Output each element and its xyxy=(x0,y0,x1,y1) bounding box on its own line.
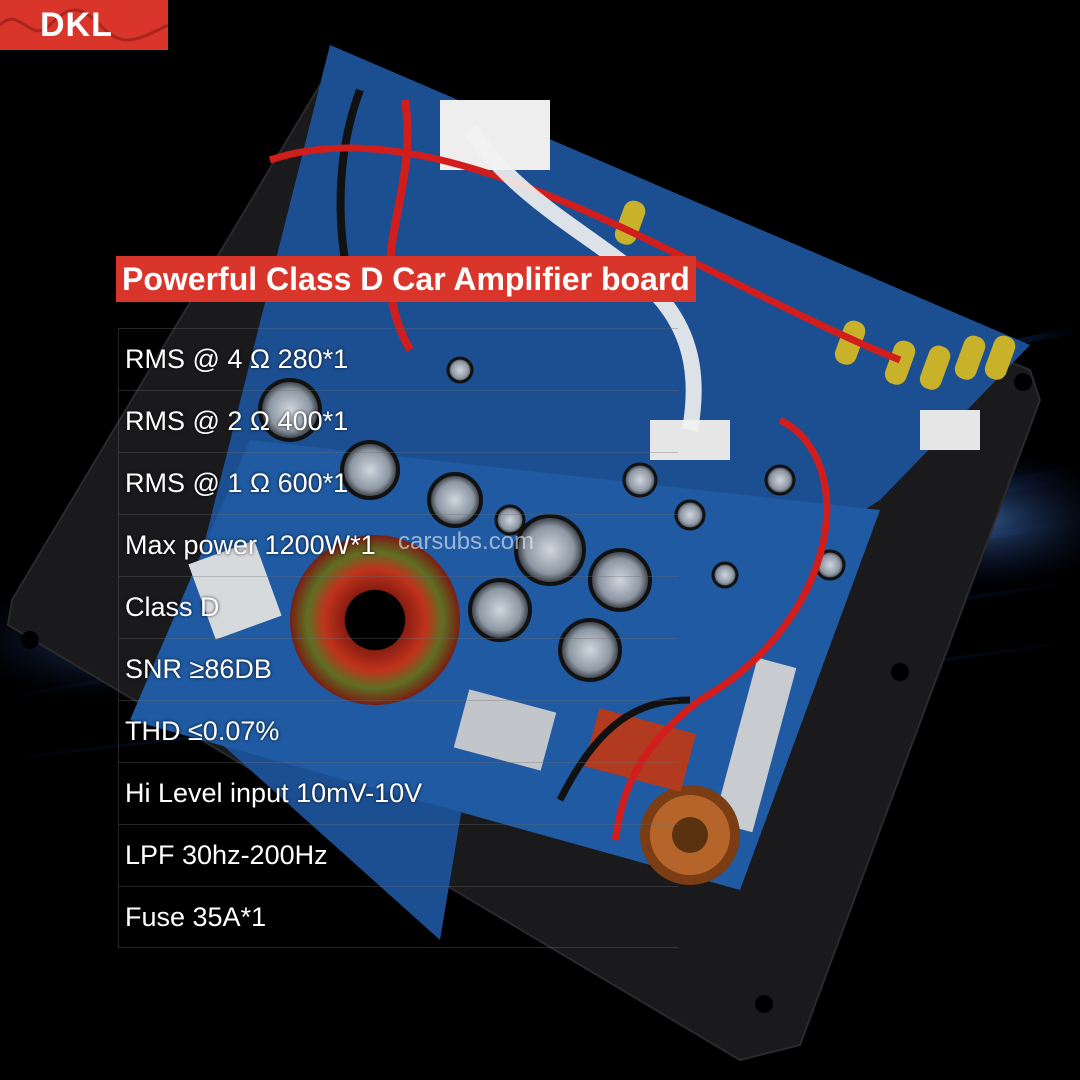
spec-row: Hi Level input 10mV-10V xyxy=(118,762,678,824)
spec-row: RMS @ 1 Ω 600*1 xyxy=(118,452,678,514)
spec-row: THD ≤0.07% xyxy=(118,700,678,762)
spec-table: RMS @ 4 Ω 280*1 RMS @ 2 Ω 400*1 RMS @ 1 … xyxy=(118,328,678,948)
spec-label: Class D xyxy=(125,592,220,622)
spec-label: LPF 30hz-200Hz xyxy=(125,840,328,870)
product-headline: Powerful Class D Car Amplifier board xyxy=(116,256,696,302)
watermark: carsubs.com xyxy=(398,528,535,555)
logo-text: DKL xyxy=(40,6,113,44)
spec-label: THD ≤0.07% xyxy=(125,716,280,746)
spec-label: Fuse 35A*1 xyxy=(125,901,267,932)
spec-row: RMS @ 2 Ω 400*1 xyxy=(118,390,678,452)
spec-label: RMS @ 1 Ω 600*1 xyxy=(125,468,349,498)
brand-logo: DKL xyxy=(0,0,168,50)
spec-label: RMS @ 2 Ω 400*1 xyxy=(125,406,349,436)
logo-wave-graphic xyxy=(0,8,168,42)
spec-row: LPF 30hz-200Hz xyxy=(118,824,678,886)
spec-label: SNR ≥86DB xyxy=(125,654,272,684)
spec-label: Hi Level input 10mV-10V xyxy=(125,778,423,808)
spec-row: SNR ≥86DB xyxy=(118,638,678,700)
spec-row: Class D xyxy=(118,576,678,638)
spec-row: RMS @ 4 Ω 280*1 xyxy=(118,328,678,390)
spec-row: Fuse 35A*1 xyxy=(118,886,678,948)
spec-label: Max power 1200W*1 xyxy=(125,530,376,560)
spec-label: RMS @ 4 Ω 280*1 xyxy=(125,344,349,374)
spec-row: Max power 1200W*1 xyxy=(118,514,678,576)
